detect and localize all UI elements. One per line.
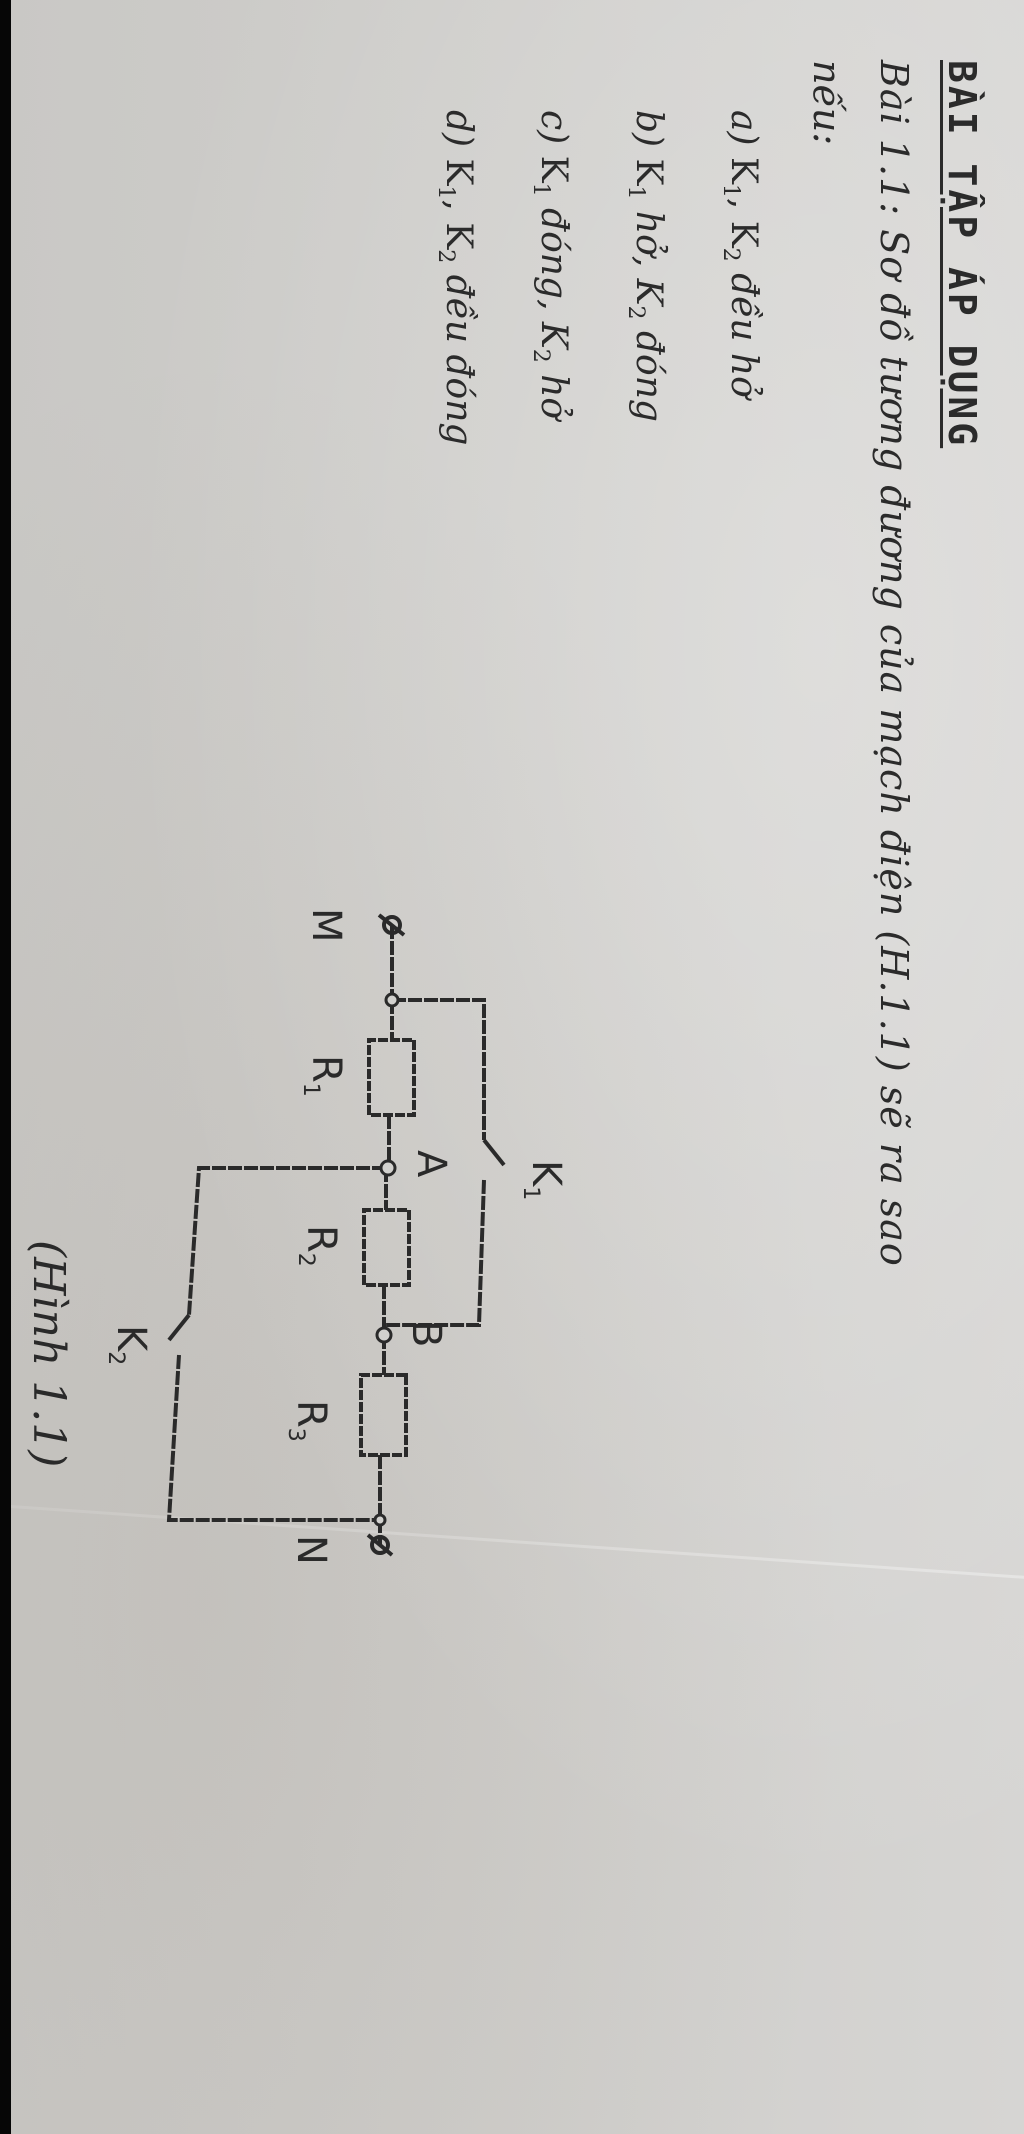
switch-k2-blade — [167, 1313, 191, 1342]
photo-black-edge — [0, 0, 11, 2134]
figure-caption: (Hình 1.1) — [23, 1240, 74, 1468]
resistor-r1-label: R1 — [298, 1055, 349, 1097]
junction-n-node — [373, 1513, 387, 1527]
node-a-label: A — [408, 1150, 454, 1178]
resistor-r3-label: R3 — [283, 1400, 334, 1442]
switch-k1-blade — [482, 1138, 506, 1167]
node-b — [375, 1326, 393, 1344]
switch-k1-label: K1 — [518, 1160, 569, 1201]
switch-k2-label: K2 — [103, 1325, 154, 1366]
resistor-r2 — [362, 1208, 411, 1287]
resistor-r1 — [367, 1038, 416, 1117]
terminal-n-label: N — [288, 1535, 334, 1565]
wire-k1-left — [392, 998, 486, 1140]
wire-k1-right — [384, 1179, 486, 1327]
junction-m-node — [384, 992, 400, 1008]
resistor-r2-label: R2 — [293, 1225, 344, 1267]
terminal-m — [382, 915, 402, 935]
terminal-n — [370, 1535, 390, 1555]
wire-k2-left — [187, 1166, 386, 1316]
terminal-m-label: M — [303, 908, 349, 943]
resistor-r3 — [359, 1373, 408, 1457]
node-a — [379, 1159, 397, 1177]
wire-k2-right — [166, 1354, 380, 1522]
node-b-label: B — [403, 1320, 449, 1348]
